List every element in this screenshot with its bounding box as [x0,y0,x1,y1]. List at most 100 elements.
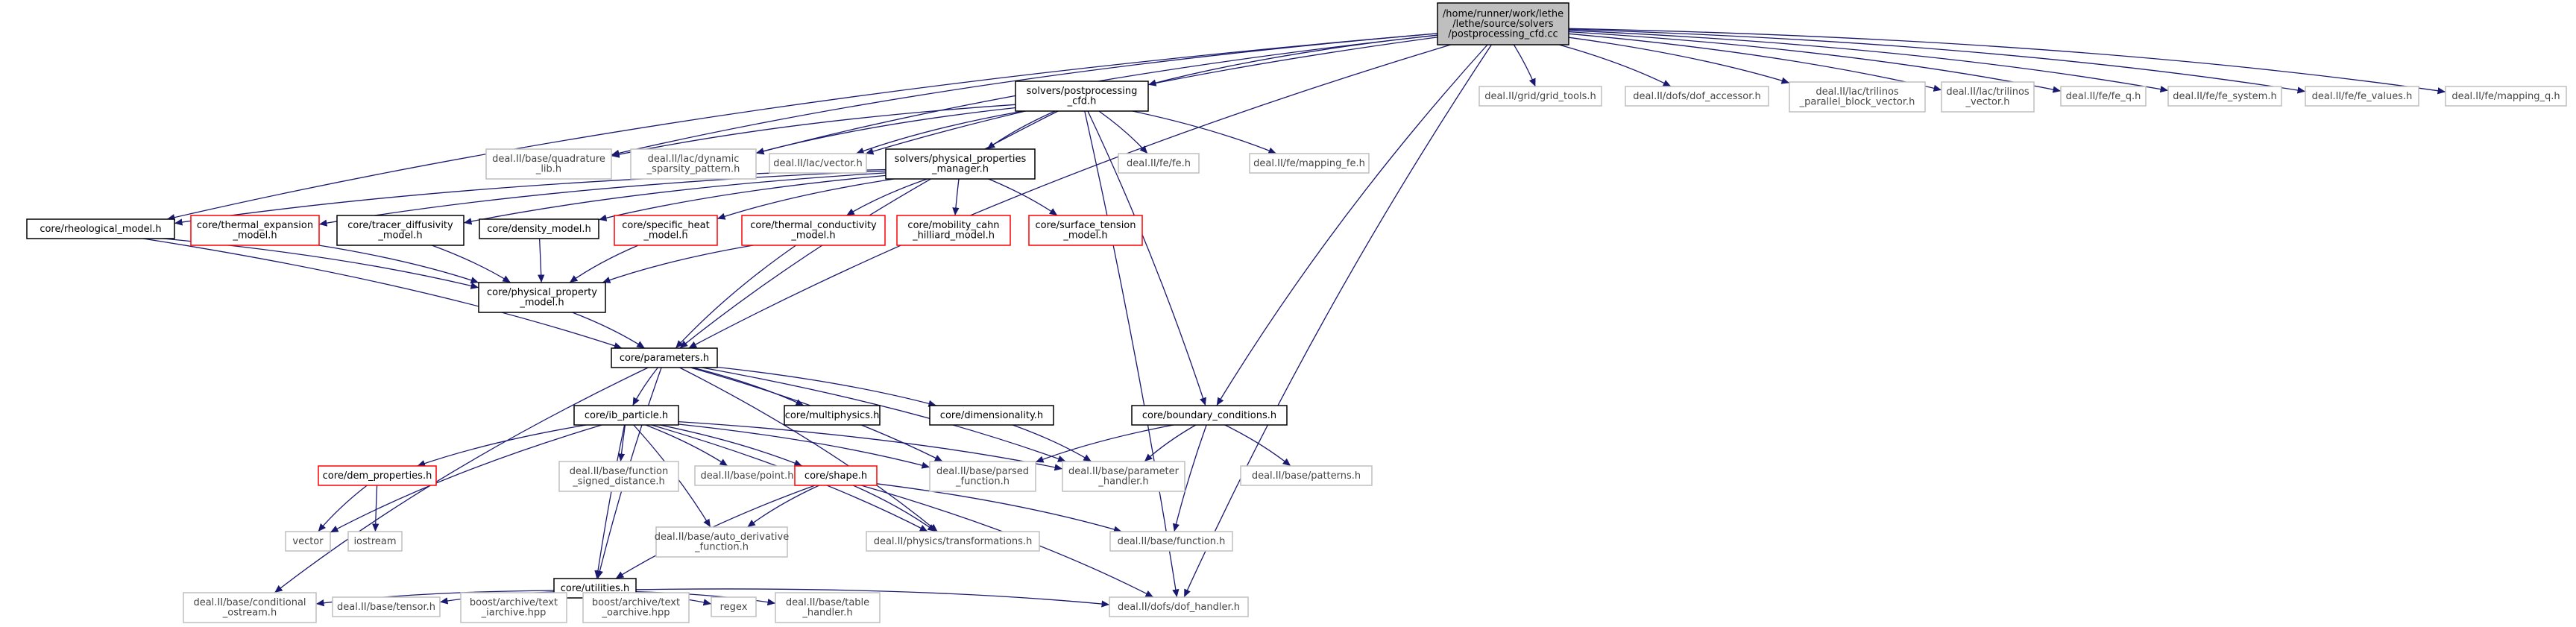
node-vector: vector [285,531,331,552]
node-dem_props[interactable]: core/dem_properties.h [318,465,437,486]
node-box-boundary [1131,405,1288,426]
node-box-auto_deriv [655,526,788,558]
edge-dem_props-to-iostream [372,485,380,532]
node-label-lac_vector-0: deal.II/lac/vector.h [773,158,863,169]
node-box-rheo [26,218,175,239]
node-label-table_handler-1: _handler.h [802,608,852,619]
node-box-mapping_fe [1249,153,1370,174]
node-label-fe_system-0: deal.II/fe/fe_system.h [2173,91,2276,102]
node-parameters[interactable]: core/parameters.h [611,347,718,368]
node-label-rheo-0: core/rheological_model.h [40,224,161,235]
edge-root-to-boundary [1216,44,1488,406]
node-mobility[interactable]: core/mobility_cahn_hilliard_model.h [896,215,1011,246]
edge-ib_particle-to-shape [659,424,803,467]
node-base_function: deal.II/base/function.h [1109,531,1233,552]
edge-solvers_pp-to-dyn_sparsity [755,107,1016,155]
node-shape[interactable]: core/shape.h [794,465,878,486]
edge-ib_particle-to-dem_props [417,424,587,467]
edge-ib_particle-to-utilities [594,424,626,579]
node-box-surface_tension [1028,215,1143,246]
node-label-patterns-0: deal.II/base/patterns.h [1252,470,1361,482]
node-label-trilinos_pbv-0: deal.II/lac/trilinos [1816,86,1899,98]
node-fe_fe: deal.II/fe/fe.h [1118,153,1200,174]
node-box-table_handler [775,592,881,623]
node-label-fe_q-0: deal.II/fe/fe_q.h [2066,91,2141,102]
node-boundary[interactable]: core/boundary_conditions.h [1131,405,1288,426]
node-parsed_fn: deal.II/base/parsed_function.h [929,461,1036,492]
edge-root-to-grid_tools [1513,44,1536,87]
node-root[interactable]: /home/runner/work/lethe/lethe/source/sol… [1437,2,1569,45]
node-label-trilinos_vec-0: deal.II/lac/trilinos [1946,86,2029,98]
node-label-solvers_pp-1: _cfd.h [1067,96,1097,107]
edge-root-to-mapping_q [1568,28,2446,95]
node-box-parsed_fn [929,461,1036,492]
node-dimensionality[interactable]: core/dimensionality.h [929,405,1054,426]
node-specific_heat[interactable]: core/specific_heat_model.h [614,215,718,246]
node-label-tensor-0: deal.II/base/tensor.h [337,602,435,613]
node-label-mapping_fe-0: deal.II/fe/mapping_fe.h [1253,158,1365,169]
edge-parameters-to-transformations [679,367,938,532]
node-multiphysics[interactable]: core/multiphysics.h [784,405,881,426]
node-ib_particle[interactable]: core/ib_particle.h [573,405,679,426]
node-fe_values: deal.II/fe/fe_values.h [2305,86,2419,107]
node-box-dof_handler [1109,596,1249,617]
node-phys_prop[interactable]: core/physical_property_model.h [478,282,606,313]
edge-boundary-to-base_function [1172,424,1207,532]
edge-root-to-quadrature_lib [611,33,1438,157]
node-label-parsed_fn-1: _function.h [955,476,1010,488]
node-thermal_exp[interactable]: core/thermal_expansion_model.h [190,215,320,246]
edge-solvers_pp-to-mapping_fe [1132,110,1277,154]
node-tracer_diff[interactable]: core/tracer_diffusivity_model.h [336,215,465,246]
edge-ib_particle-to-param_handler [678,420,1063,471]
edge-root-to-fe_values [1568,28,2306,94]
edge-root-to-dof_handler [1183,44,1492,598]
node-box-mobility [896,215,1011,246]
node-transformations: deal.II/physics/transformations.h [866,531,1040,552]
node-label-quadrature_lib-0: deal.II/base/quadrature [492,154,605,165]
node-solvers_pp[interactable]: solvers/postprocessing_cfd.h [1015,81,1149,112]
node-oarchive: boost/archive/text_oarchive.hpp [582,592,690,623]
edge-root-to-dof_accessor [1558,44,1672,87]
node-label-mobility-0: core/mobility_cahn [907,220,999,231]
node-box-cond_ostream [183,592,317,623]
edge-ib_particle-to-base_point [645,424,728,467]
node-label-surface_tension-0: core/surface_tension [1036,220,1136,231]
node-box-fe_values [2305,86,2419,107]
edges-layer [142,28,2446,608]
node-box-thermal_exp [190,215,320,246]
node-label-specific_heat-1: _model.h [643,230,687,242]
edge-root-to-fe_q [1568,31,2062,93]
edge-solvers_pp-to-dof_handler [1084,110,1180,598]
node-density[interactable]: core/density_model.h [479,218,599,239]
node-label-quadrature_lib-1: _lib.h [535,164,561,175]
node-label-oarchive-1: _oarchive.hpp [601,608,670,619]
node-label-ib_particle-0: core/ib_particle.h [585,410,668,421]
node-label-root-2: /postprocessing_cfd.cc [1448,28,1558,40]
node-grid_tools: deal.II/grid/grid_tools.h [1478,86,1602,107]
node-box-solvers_pp [1015,81,1149,112]
edge-solvers_pp-to-boundary [1087,110,1206,406]
node-label-base_point-0: deal.II/base/point.h [701,470,794,482]
edge-thermal_exp-to-phys_prop [318,245,479,284]
node-mapping_fe: deal.II/fe/mapping_fe.h [1249,153,1370,174]
node-rheo[interactable]: core/rheological_model.h [26,218,175,239]
edge-thermal_cond-to-parameters [675,245,796,349]
node-trilinos_vec: deal.II/lac/trilinos_vector.h [1941,81,2035,113]
node-surface_tension[interactable]: core/surface_tension_model.h [1028,215,1143,246]
edge-phys_mgr-to-specific_heat [717,178,895,220]
node-label-parameters-0: core/parameters.h [620,353,709,364]
node-label-vector-0: vector [292,536,324,547]
node-thermal_cond[interactable]: core/thermal_conductivity_model.h [741,215,886,246]
node-label-dyn_sparsity-1: _sparsity_pattern.h [646,164,740,175]
node-label-auto_deriv-0: deal.II/base/auto_derivative [655,532,789,543]
node-label-thermal_cond-0: core/thermal_conductivity [750,220,877,231]
edge-phys_mgr-to-rheo [174,168,887,226]
node-box-trilinos_vec [1941,81,2035,113]
node-dof_accessor: deal.II/dofs/dof_accessor.h [1625,86,1769,107]
node-box-patterns [1240,465,1373,486]
node-phys_mgr[interactable]: solvers/physical_properties_manager.h [885,148,1036,180]
node-quadrature_lib: deal.II/base/quadrature_lib.h [485,148,612,180]
node-box-dimensionality [929,405,1054,426]
edge-phys_mgr-to-thermal_cond [845,178,928,216]
